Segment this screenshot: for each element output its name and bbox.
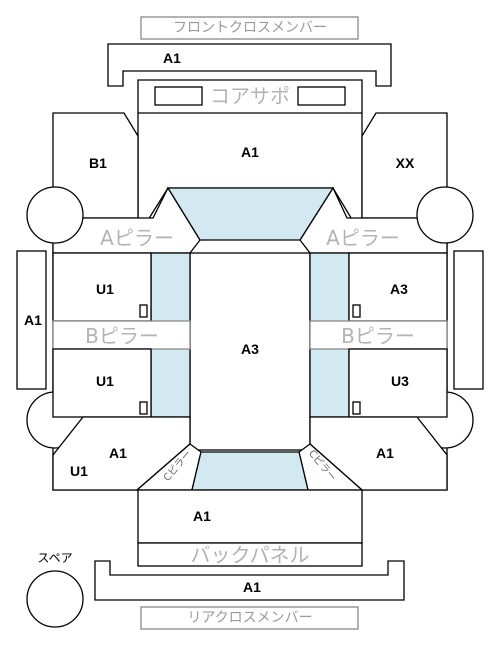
headlight-right [297,86,346,106]
rear-door-left-grade: U1 [96,373,114,389]
front-cross-member-label: フロントクロスメンバー [173,20,327,36]
front-cross-member-grade: A1 [163,50,181,66]
rear-quarter-left-grade: A1 [109,445,127,461]
front-door-left-handle [139,304,148,318]
rear-quarter-right-grade: A1 [376,445,394,461]
front-door-right [348,252,448,322]
back-panel-label: バックパネル [191,543,310,567]
rocker-left [16,250,47,390]
b-pillar-left-label: Bピラー [85,324,159,348]
headlight-left [154,86,203,106]
front-door-left-grade: U1 [96,281,114,297]
tire-front-left [26,186,84,244]
rear-quarter-left-bottom-grade: U1 [70,463,88,479]
front-fender-left-grade: B1 [89,155,107,171]
rear-door-left [52,348,152,418]
a-pillar-left-label: Aピラー [100,226,174,250]
rocker-right [453,250,484,390]
trunk-panel [137,489,363,544]
rear-cross-member-label: リアクロスメンバー [187,610,312,626]
b-pillar-right-label: Bピラー [341,324,415,348]
front-door-right-handle [352,304,361,318]
core-support-label: コアサポ [210,84,290,108]
front-door-right-grade: A3 [390,281,408,297]
rocker-left-grade: A1 [24,312,42,328]
windshield [166,187,335,241]
spare-tire [26,570,84,628]
front-door-left [52,252,152,322]
core-support-frame [137,79,363,113]
spare-label: スペア [37,551,72,565]
rear-cross-member-grade: A1 [243,579,261,595]
hood-grade: A1 [241,144,259,160]
roof-grade: A3 [241,341,259,357]
rear-door-right-grade: U3 [391,373,409,389]
rear-glass [191,451,309,491]
tire-front-right [416,186,474,244]
a-pillar-right-label: Aピラー [326,226,400,250]
front-fender-right-grade: XX [396,155,415,171]
back-panel [137,542,363,567]
front-cross-member-bracket [107,43,392,87]
rear-cross-member-box [140,606,359,630]
front-cross-member-box [140,16,359,40]
rear-cross-member-bracket [94,560,405,601]
roof-panel [189,252,311,451]
trunk-grade: A1 [193,508,211,524]
rear-door-right-handle [352,401,361,415]
rear-door-left-handle [139,401,148,415]
rear-door-right [348,348,448,418]
b-pillar-right [309,320,448,350]
